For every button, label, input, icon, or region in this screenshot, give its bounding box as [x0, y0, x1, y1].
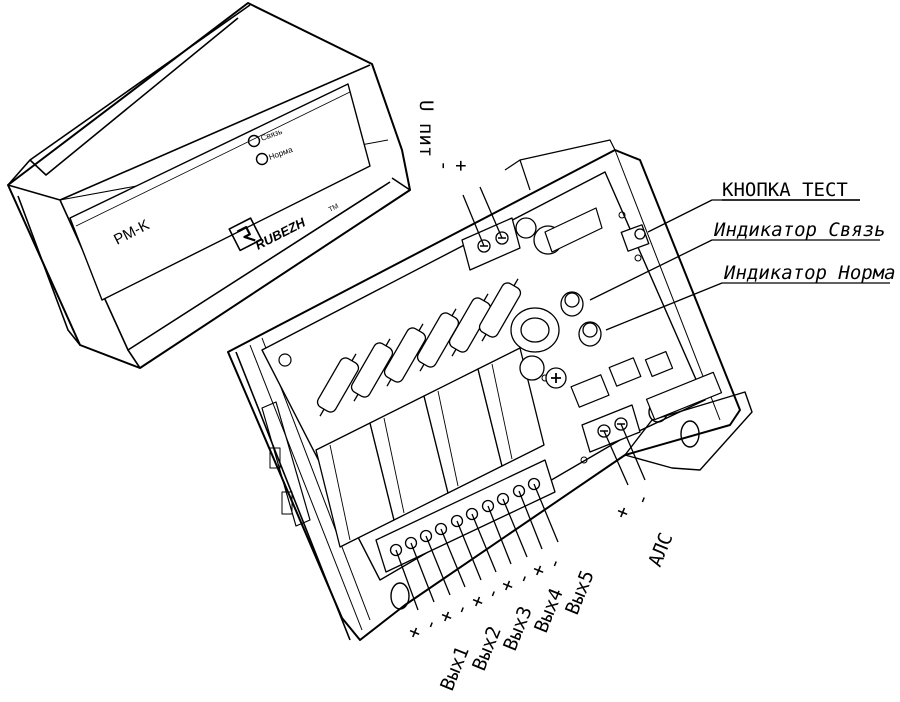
- capacitor-cluster: [510, 217, 567, 389]
- output-1-label: Вых1: [436, 643, 474, 694]
- cover-label-plate: [69, 83, 371, 301]
- callout-test-button: КНОПКА ТЕСТ: [722, 179, 848, 201]
- callout-indicator-link: Индикатор Связь: [713, 219, 886, 241]
- board-led-normal-icon: [578, 321, 602, 347]
- relay-block: [315, 347, 545, 548]
- cover-led-link-icon: [247, 134, 261, 148]
- power-minus: -: [433, 160, 455, 171]
- device-base: [227, 139, 753, 641]
- als-plus: +: [610, 503, 635, 522]
- als-terminal-block: [581, 404, 641, 453]
- cover-led-normal-icon: [255, 152, 269, 166]
- power-plus: +: [450, 160, 472, 171]
- als-label: АЛС: [644, 530, 677, 570]
- power-label: U пит: [415, 100, 437, 157]
- device-cover: [7, 2, 411, 369]
- callout-indicator-normal: Индикатор Норма: [723, 262, 896, 284]
- leader-lines: [395, 186, 890, 611]
- cover-trademark: TM: [328, 203, 340, 214]
- output-5-label: Вых5: [561, 567, 599, 618]
- als-minus: -: [630, 490, 655, 509]
- test-button-icon: [620, 224, 650, 252]
- cover-logo-icon: [228, 217, 263, 252]
- output-2-label: Вых2: [468, 623, 506, 674]
- board-led-link-icon: [560, 291, 584, 317]
- fuse-row: [316, 278, 522, 417]
